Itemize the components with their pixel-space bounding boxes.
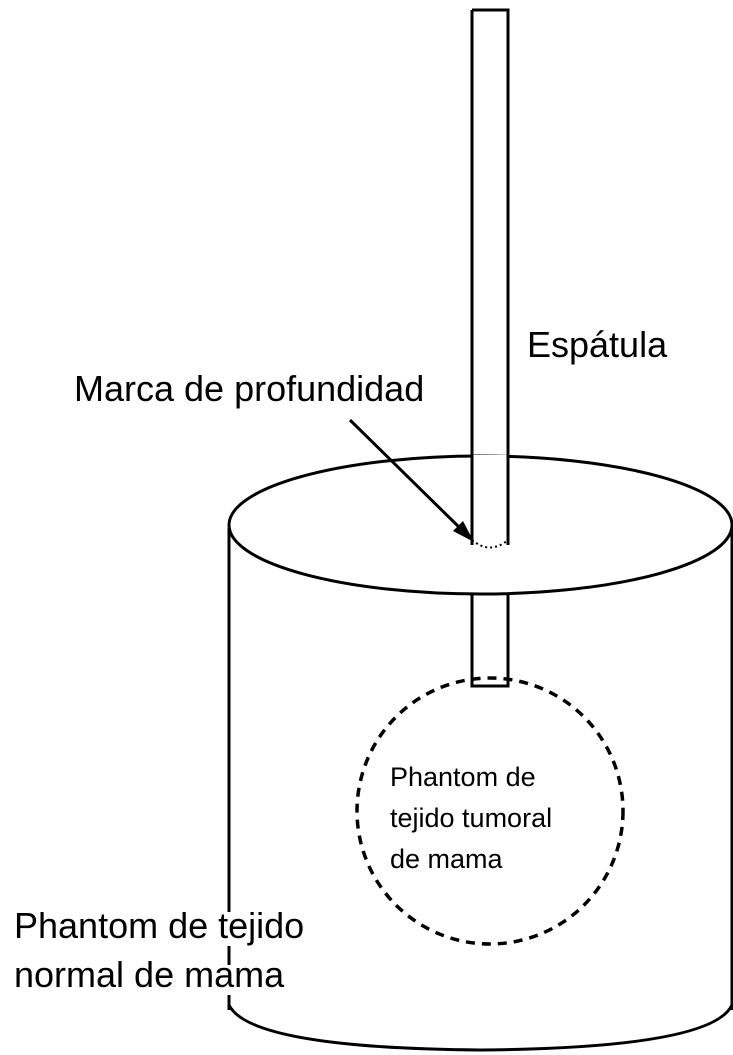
tumor-phantom-label-line2: tejido tumoral (390, 803, 553, 833)
depth-mark-arrow-head (453, 521, 474, 542)
depth-mark-dotted (471, 539, 509, 549)
depth-mark-arrow-shaft (348, 418, 464, 532)
tumor-phantom-label-line3: de mama (390, 844, 503, 874)
normal-phantom-label-line2: normal de mama (14, 954, 285, 995)
tumor-phantom-label-line1: Phantom de (390, 762, 536, 792)
tumor-phantom-circle (355, 676, 625, 946)
normal-phantom-label-line1: Phantom de tejido (14, 905, 305, 946)
depth-mark-label: Marca de profundidad (74, 368, 425, 409)
spatula-mask (473, 455, 507, 545)
spatula-label: Espátula (527, 324, 668, 365)
spatula-lower (470, 594, 510, 688)
cylinder-bottom-rim (227, 1004, 733, 1052)
